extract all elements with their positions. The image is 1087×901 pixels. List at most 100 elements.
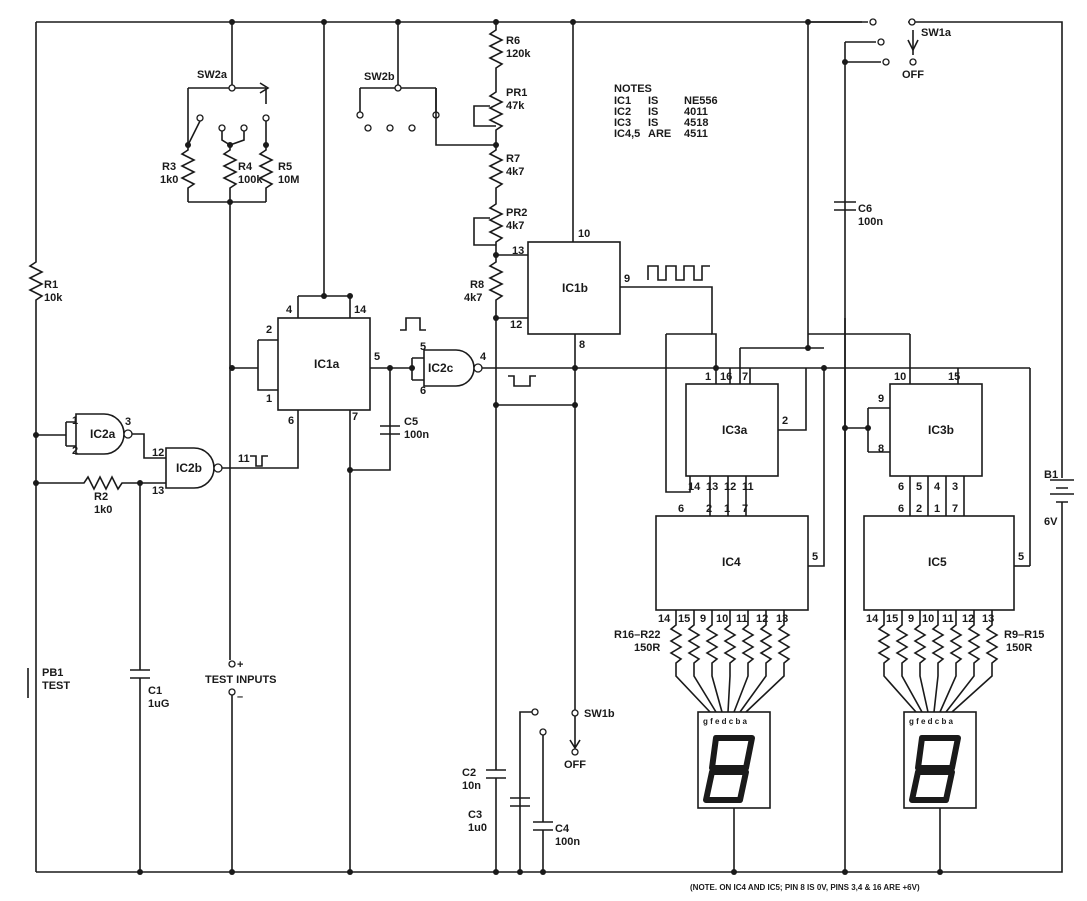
resistor-r4: R4 100k — [222, 142, 263, 202]
svg-text:12: 12 — [756, 613, 768, 625]
r2-value: 1k0 — [94, 504, 112, 516]
svg-text:4: 4 — [934, 481, 941, 493]
svg-text:10: 10 — [716, 613, 728, 625]
svg-text:11: 11 — [942, 613, 954, 625]
r16-r22-value: 150R — [634, 642, 660, 654]
notes-row: IC4,5 ARE 4511 — [614, 128, 708, 140]
test-inputs-label: TEST INPUTS — [205, 674, 277, 686]
svg-text:2: 2 — [916, 503, 922, 515]
r4-value: 100k — [238, 174, 263, 186]
svg-text:6: 6 — [678, 503, 684, 515]
sw1a-off-label: OFF — [902, 69, 924, 81]
c1-ref: C1 — [148, 685, 162, 697]
ic4-output-pins: 14 15 9 10 11 12 13 — [658, 613, 788, 625]
ic2c-label: IC2c — [428, 361, 454, 375]
svg-text:15: 15 — [886, 613, 898, 625]
r1-value: 10k — [44, 292, 63, 304]
svg-text:10: 10 — [894, 371, 906, 383]
ic3a-label: IC3a — [722, 423, 748, 437]
display-segment-labels: g f e d c b a — [703, 717, 748, 726]
sw2a-label: SW2a — [197, 69, 228, 81]
r8-value: 4k7 — [464, 292, 482, 304]
resistors-r16-r22: R16–R22 150R — [614, 610, 791, 713]
sw1a-label: SW1a — [921, 27, 952, 39]
svg-text:2: 2 — [72, 445, 78, 457]
capacitor-c4: C4 100n — [533, 821, 580, 872]
ic3a: IC3a 1 16 7 2 14 13 12 11 — [665, 318, 827, 516]
svg-text:15: 15 — [948, 371, 960, 383]
svg-text:IC3: IC3 — [614, 117, 631, 129]
svg-text:14: 14 — [354, 304, 367, 316]
footer-note: (NOTE. ON IC4 AND IC5; PIN 8 IS 0V, PINS… — [690, 883, 920, 892]
r16-r22-ref: R16–R22 — [614, 629, 660, 641]
test-inputs[interactable]: + TEST INPUTS – — [205, 659, 277, 872]
svg-text:6: 6 — [898, 481, 904, 493]
svg-text:8: 8 — [579, 339, 585, 351]
svg-text:11: 11 — [742, 481, 754, 493]
c5-value: 100n — [404, 429, 429, 441]
resistors-r9-r15: R9–R15 150R — [877, 610, 1044, 713]
svg-text:15: 15 — [678, 613, 690, 625]
notes: NOTES IC1 IS NE556 IC2 IS 4011 IC3 IS 45… — [614, 83, 718, 140]
test-minus: – — [237, 691, 243, 703]
svg-text:4: 4 — [286, 304, 293, 316]
ground-rail — [36, 510, 1063, 873]
svg-text:1: 1 — [72, 415, 78, 427]
svg-text:3: 3 — [125, 416, 131, 428]
capacitor-c2: C2 10n — [462, 767, 506, 872]
ic5-label: IC5 — [928, 555, 947, 569]
preset-pr1: PR1 47k — [473, 87, 527, 148]
svg-text:IC1: IC1 — [614, 95, 631, 107]
svg-text:4: 4 — [480, 351, 487, 363]
svg-text:3: 3 — [952, 481, 958, 493]
svg-text:6: 6 — [898, 503, 904, 515]
svg-text:5: 5 — [812, 551, 818, 563]
capacitor-c6: C6 100n — [834, 201, 883, 228]
svg-text:13: 13 — [152, 485, 164, 497]
top-supply-rail — [36, 21, 1063, 470]
pr2-ref: PR2 — [506, 207, 527, 219]
ic2a-label: IC2a — [90, 427, 116, 441]
ic5-output-pins: 14 15 9 10 11 12 13 — [866, 613, 994, 625]
switch-sw2b: SW2b — [356, 22, 496, 146]
gate-ic2a: IC2a 1 2 3 — [65, 413, 166, 459]
svg-text:8: 8 — [878, 443, 884, 455]
r9-r15-ref: R9–R15 — [1004, 629, 1044, 641]
pb1-value: TEST — [42, 680, 70, 692]
svg-text:5: 5 — [420, 341, 426, 353]
svg-text:4011: 4011 — [684, 106, 708, 118]
svg-text:7: 7 — [952, 503, 958, 515]
svg-text:IS: IS — [648, 106, 658, 118]
svg-text:13: 13 — [776, 613, 788, 625]
svg-text:14: 14 — [658, 613, 671, 625]
display-segment-labels: g f e d c b a — [909, 717, 954, 726]
r5-value: 10M — [278, 174, 299, 186]
c5-ref: C5 — [404, 416, 418, 428]
svg-text:5: 5 — [916, 481, 922, 493]
capacitor-c1: C1 1uG — [130, 483, 169, 872]
switch-sw2a: SW2a — [187, 22, 270, 146]
c1-value: 1uG — [148, 698, 169, 710]
ic3b: IC3b 10 15 9 8 6 5 4 3 — [808, 333, 1031, 566]
r1-ref: R1 — [44, 279, 58, 291]
c6-value: 100n — [858, 216, 883, 228]
switch-sw1b: SW1b OFF — [519, 708, 615, 872]
ic4: IC4 6 2 1 7 5 14 15 9 10 11 12 13 — [655, 368, 825, 625]
svg-text:11: 11 — [736, 613, 748, 625]
svg-text:5: 5 — [1018, 551, 1024, 563]
sw1b-label: SW1b — [584, 708, 615, 720]
r4-ref: R4 — [238, 161, 253, 173]
c3-ref: C3 — [468, 809, 482, 821]
svg-text:1: 1 — [934, 503, 940, 515]
svg-text:2: 2 — [266, 324, 272, 336]
ic1a: IC1a 4 14 2 1 5 6 7 — [232, 22, 426, 872]
svg-text:IC4,5: IC4,5 — [614, 128, 640, 140]
svg-text:4511: 4511 — [684, 128, 708, 140]
resistor-r3: R3 1k0 — [160, 142, 196, 202]
svg-text:1: 1 — [705, 371, 711, 383]
svg-text:2: 2 — [782, 415, 788, 427]
b1-ref: B1 — [1044, 469, 1058, 481]
resistor-r6: R6 120k — [488, 22, 531, 88]
resistor-r1: R1 10k — [28, 22, 63, 435]
